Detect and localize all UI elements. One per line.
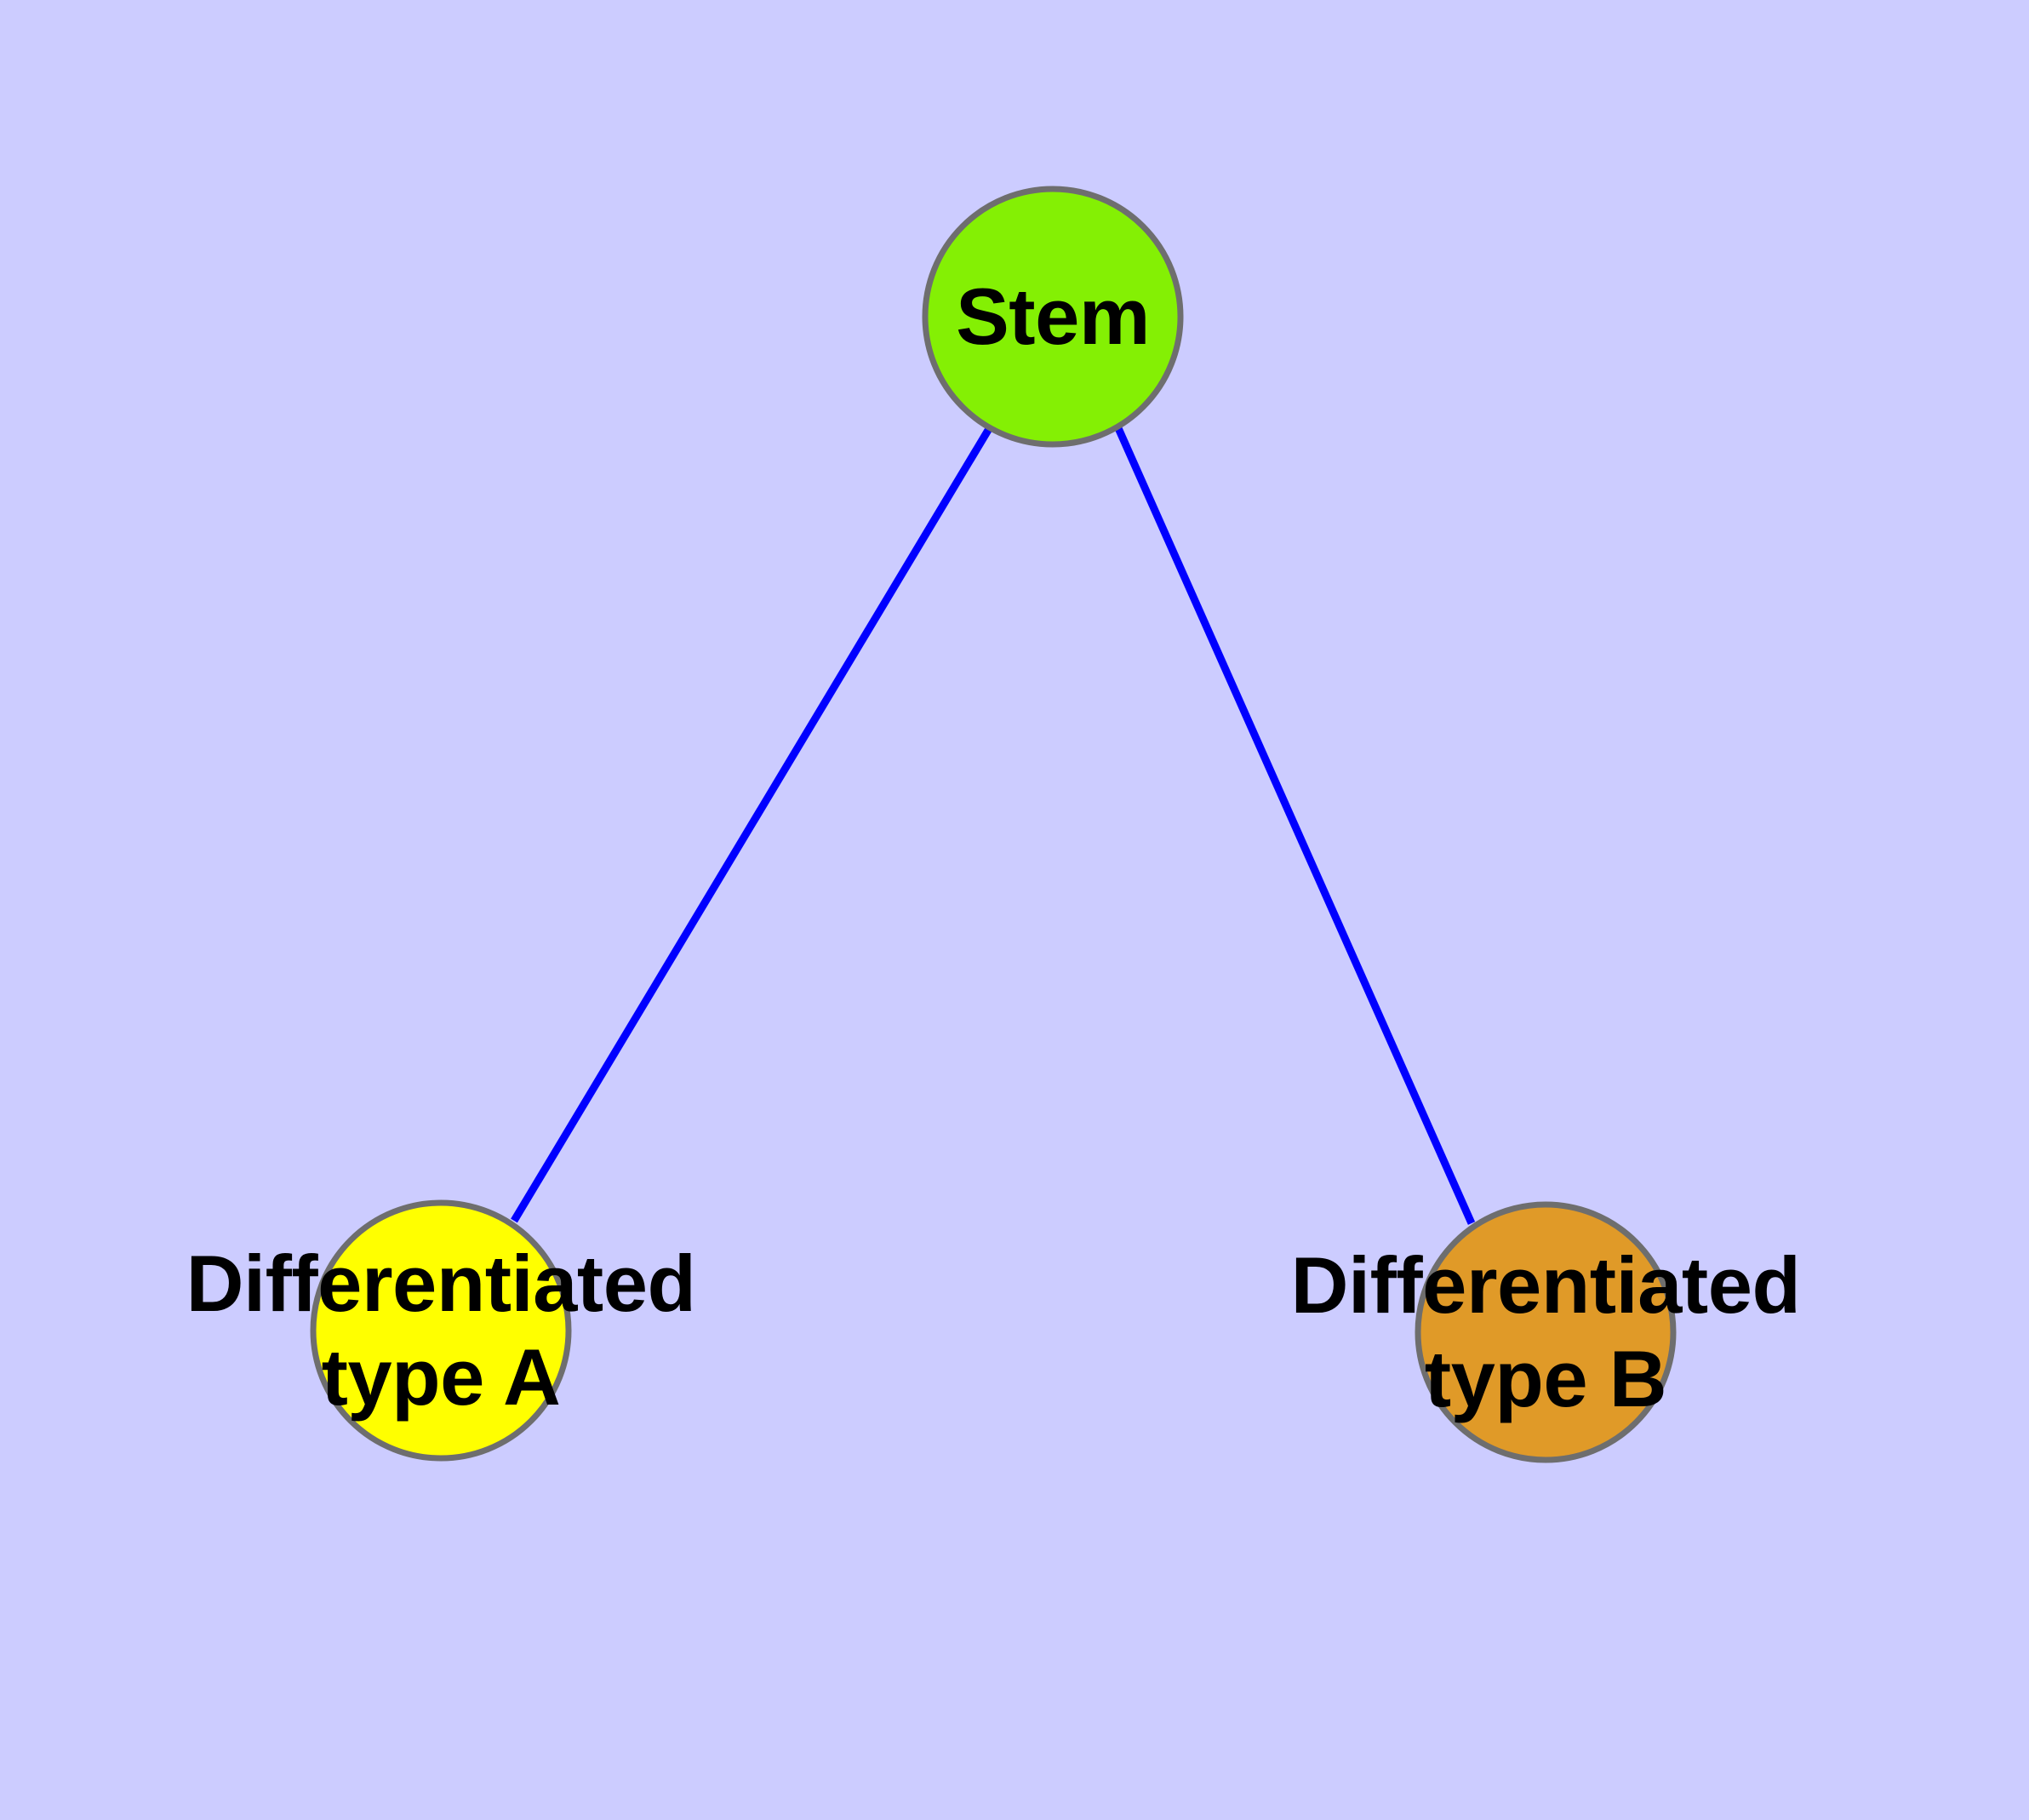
graph-edge-stem-to-a [511,425,993,1223]
node-layer [310,186,1677,1463]
edge-layer [511,425,1476,1225]
graph-node-diff_b[interactable] [1415,1201,1677,1463]
graph-node-stem[interactable] [922,186,1184,448]
graph-edge-stem-to-b [1114,426,1476,1225]
graph-node-diff_a[interactable] [310,1199,572,1462]
